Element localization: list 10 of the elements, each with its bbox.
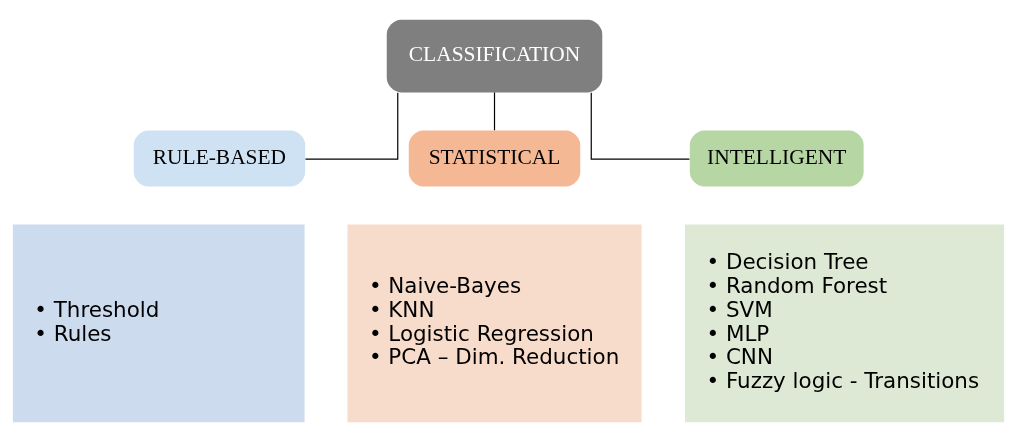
node-box: • Naive-Bayes • KNN • Logistic Regression • PCA – Dim. Reduction (347, 224, 642, 423)
connector (590, 92, 690, 160)
node-box: STATISTICAL (408, 130, 581, 187)
node-box: INTELLIGENT (689, 130, 864, 187)
node-box: • Threshold • Rules (12, 224, 305, 423)
node-box: RULE-BASED (133, 130, 306, 187)
connector (493, 91, 496, 131)
connector (304, 92, 399, 160)
node-box: • Decision Tree • Random Forest • SVM • MLP • CNN • Fuzzy logic - Transitions (685, 224, 1005, 423)
node-box: CLASSIFICATION (386, 19, 603, 93)
